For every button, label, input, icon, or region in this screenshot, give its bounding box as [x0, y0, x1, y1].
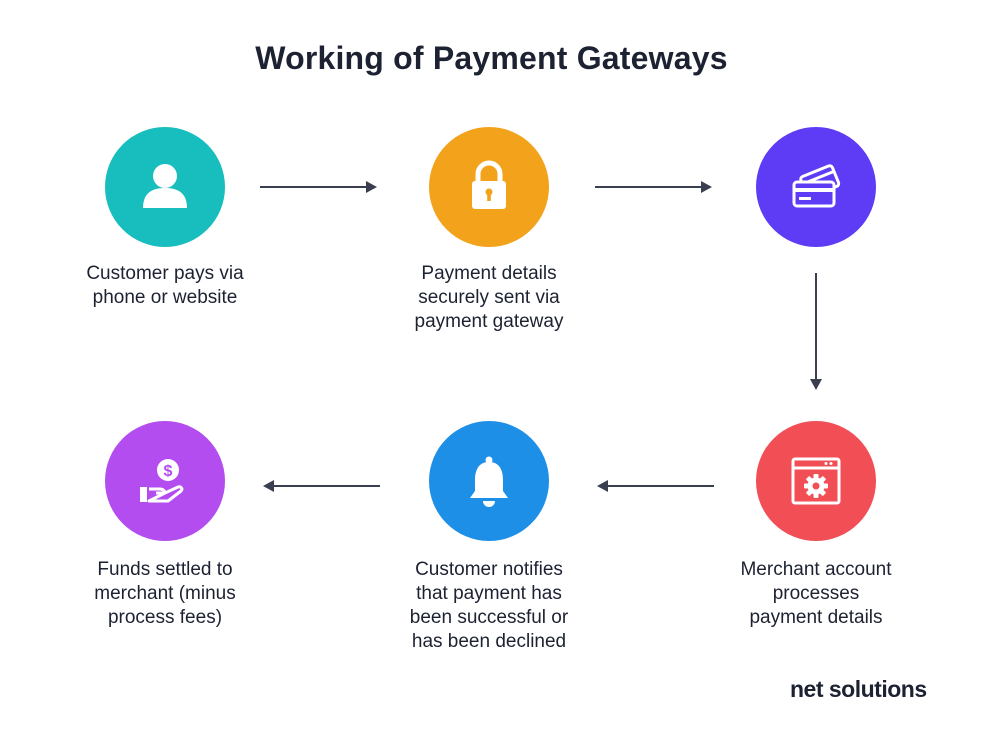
- svg-text:$: $: [164, 463, 173, 480]
- browser-gear-icon: [791, 457, 841, 505]
- step-6-circle: $: [105, 421, 225, 541]
- arrow-step4-to-step5: [597, 480, 714, 492]
- user-icon: [143, 164, 187, 208]
- bell-icon: [470, 456, 508, 507]
- step-4-circle: [756, 421, 876, 541]
- arrow-step1-to-step2: [260, 181, 377, 193]
- arrow-step2-to-step3: [595, 181, 712, 193]
- hand-coin-icon: $: [140, 459, 184, 503]
- arrow-step5-to-step6: [263, 480, 380, 492]
- step-1-circle: [105, 127, 225, 247]
- diagram-title: Working of Payment Gateways: [255, 40, 728, 76]
- step-5-circle: [429, 421, 549, 541]
- step-3-circle: [756, 127, 876, 247]
- step-2-circle: [429, 127, 549, 247]
- brand-logo: net solutions: [790, 676, 927, 702]
- credit-card-icon: [792, 164, 841, 208]
- arrow-step3-to-step4: [810, 273, 822, 390]
- lock-icon: [472, 160, 506, 209]
